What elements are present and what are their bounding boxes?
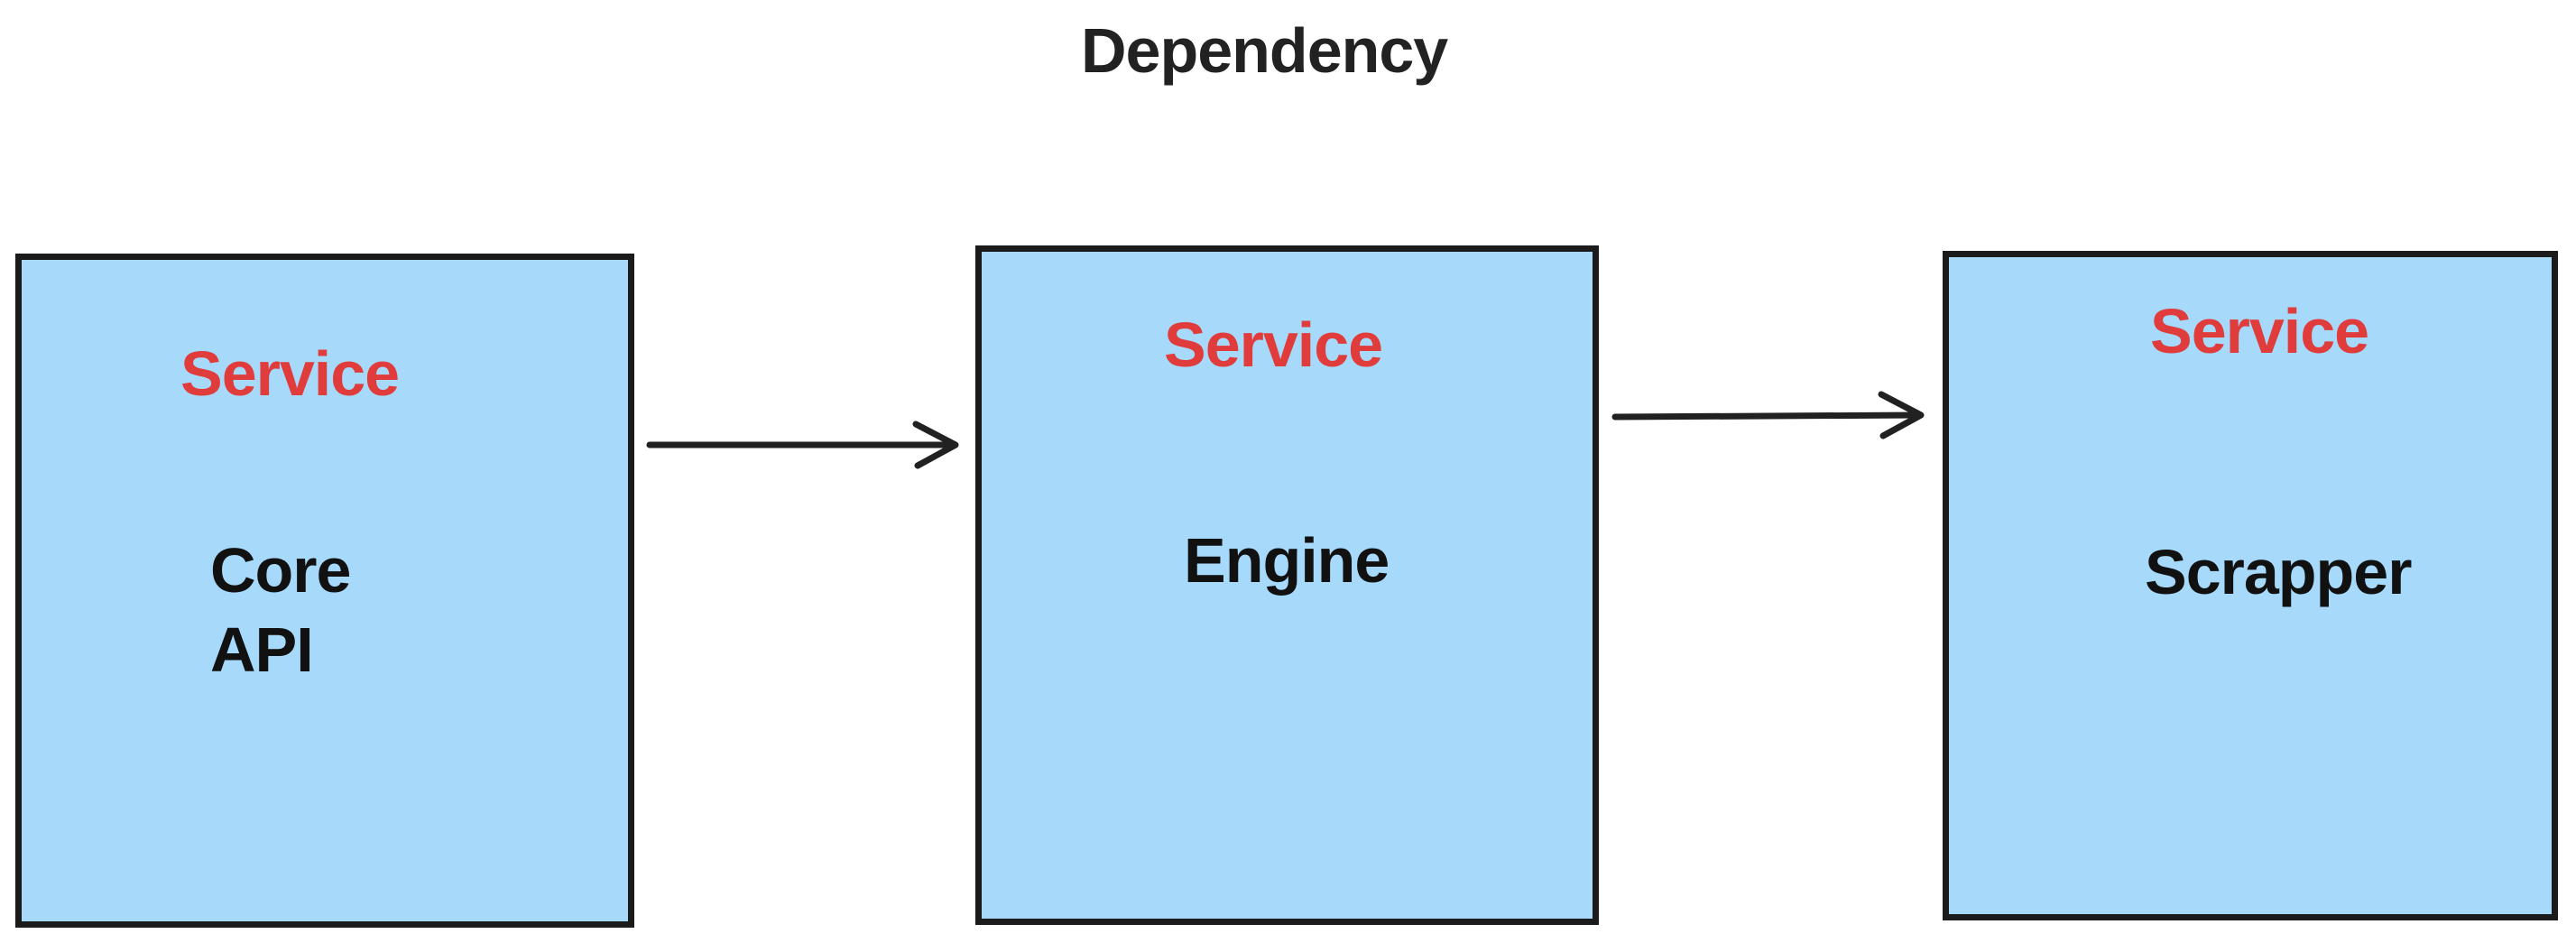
service-box-engine: Service Engine — [975, 245, 1599, 925]
service-box-scrapper: Service Scrapper — [1943, 251, 2558, 920]
arrow-core-api-to-engine — [646, 421, 959, 469]
service-type-label: Service — [2150, 296, 2369, 366]
service-type-label: Service — [180, 338, 400, 409]
arrow-line — [1611, 411, 1923, 421]
service-name-core-api: Core API — [210, 535, 351, 686]
diagram-title: Dependency — [1081, 15, 1448, 86]
arrow-head-icon — [912, 421, 959, 469]
arrow-engine-to-scrapper — [1611, 391, 1925, 439]
service-name-scrapper: Scrapper — [2145, 537, 2412, 607]
service-box-core-api: Service Core API — [15, 254, 634, 928]
arrow-head-icon — [1878, 391, 1925, 439]
service-name-engine: Engine — [1184, 525, 1390, 596]
service-type-label: Service — [1164, 310, 1383, 380]
